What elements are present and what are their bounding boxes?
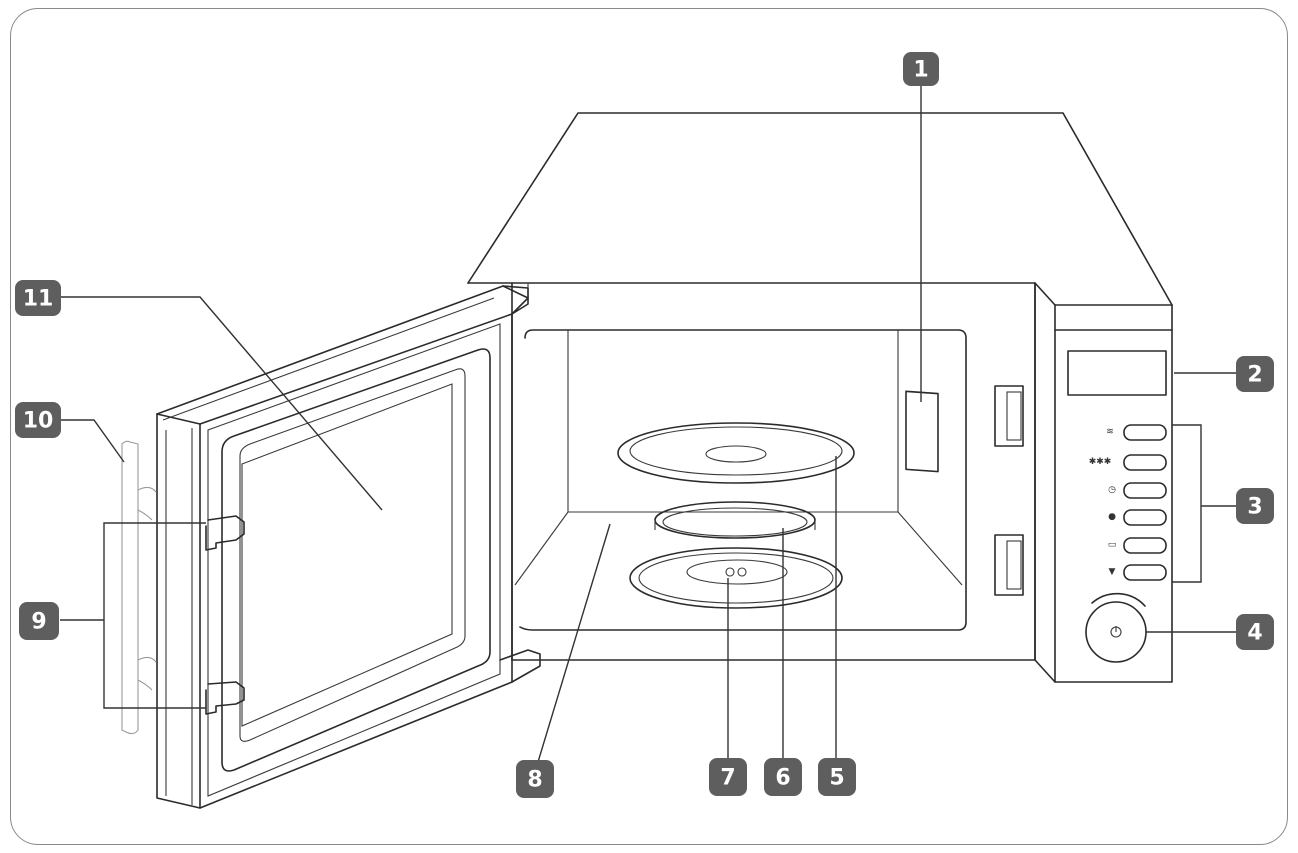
callout-6-label: 6 — [775, 766, 790, 791]
control-panel — [1034, 282, 1173, 683]
callout-8-label: 8 — [527, 768, 542, 793]
callout-1-badge — [903, 52, 939, 86]
callout-5: 5 — [818, 758, 856, 796]
glass-tray — [617, 422, 855, 484]
callout-9: 9 — [19, 602, 59, 640]
callout-6: 6 — [764, 758, 802, 796]
callout-11-badge — [15, 280, 61, 316]
door-latch-slots — [994, 385, 1024, 596]
callout-10: 10 — [15, 402, 61, 438]
callout-3-label: 3 — [1247, 495, 1262, 520]
power-level-icon: ≋ — [1106, 427, 1114, 437]
callout-7-label: 7 — [720, 766, 735, 791]
callout-5-label: 5 — [829, 766, 844, 791]
function-buttons: ≋ ✱✱✱ ◷ ● ▭ ▼ — [1089, 424, 1167, 581]
callout-2-label: 2 — [1247, 363, 1262, 388]
callout-5-badge — [818, 758, 856, 796]
callout-4-label: 4 — [1247, 621, 1262, 646]
wave-guide-cover — [905, 390, 939, 473]
callout-11-label: 11 — [23, 287, 54, 312]
microwave-front-frame — [511, 282, 1036, 661]
stop-icon: ● — [1108, 512, 1116, 522]
microwave-top-panel — [467, 112, 1173, 306]
roller-ring — [654, 501, 816, 539]
callout-3: 3 — [1236, 488, 1274, 524]
oven-cavity — [514, 329, 967, 631]
callout-2: 2 — [1236, 356, 1274, 392]
turntable-base — [629, 547, 843, 609]
callout-3-badge — [1236, 488, 1274, 524]
clock-icon: ◷ — [1108, 485, 1116, 495]
door-handle-ghost — [121, 440, 157, 735]
callout-9-label: 9 — [31, 610, 46, 635]
control-dial — [1085, 592, 1147, 663]
auto-menu-icon: ▭ — [1108, 540, 1117, 550]
callout-2-badge — [1236, 356, 1274, 392]
oven-door — [156, 285, 541, 809]
start-icon: ▼ — [1109, 567, 1116, 577]
callout-1-label: 1 — [913, 58, 928, 83]
leader-lines — [60, 84, 1238, 763]
door-hooks — [205, 515, 245, 715]
display-window — [1067, 350, 1167, 396]
callout-10-badge — [15, 402, 61, 438]
callout-4-badge — [1236, 614, 1274, 650]
callout-6-badge — [764, 758, 802, 796]
callout-4: 4 — [1236, 614, 1274, 650]
callout-9-badge — [19, 602, 59, 640]
defrost-icon: ✱✱✱ — [1089, 457, 1112, 467]
callout-1: 1 — [903, 52, 939, 86]
callout-7: 7 — [709, 758, 747, 796]
callout-10-label: 10 — [23, 409, 54, 434]
callout-7-badge — [709, 758, 747, 796]
callout-8-badge — [516, 760, 554, 798]
callout-8: 8 — [516, 760, 554, 798]
callout-11: 11 — [15, 280, 61, 316]
